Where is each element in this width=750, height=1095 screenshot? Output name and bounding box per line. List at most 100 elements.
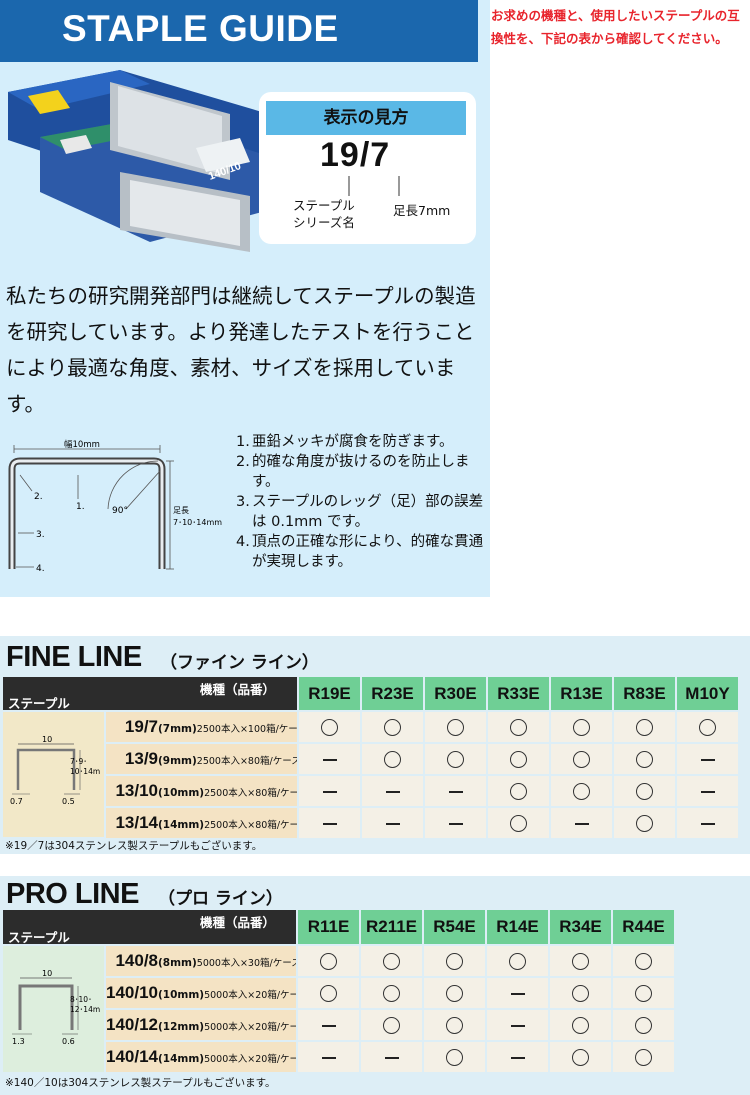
staple-code: 13/14: [115, 813, 158, 832]
compatibility-cell: [299, 712, 360, 742]
fine-diagram-right: 0.5: [62, 797, 75, 806]
compatible-circle-icon: [636, 815, 653, 832]
compatibility-cell: [298, 946, 359, 976]
compatibility-cell: [487, 1042, 548, 1072]
feature-text: 的確な角度が抜けるのを防止します。: [252, 454, 470, 490]
compatible-circle-icon: [572, 985, 589, 1002]
compatible-circle-icon: [635, 1017, 652, 1034]
compatibility-cell: [425, 744, 486, 774]
fine-staple-diagram-box: [3, 712, 104, 837]
compatible-circle-icon: [447, 751, 464, 768]
page-title: STAPLE GUIDE: [62, 8, 339, 49]
compatibility-cell: [487, 1010, 548, 1040]
compatibility-cell: [677, 744, 738, 774]
compatibility-cell: [362, 776, 423, 806]
compatible-circle-icon: [383, 1017, 400, 1034]
fine-model-r30e: R30E: [425, 677, 486, 710]
not-compatible-dash-icon: [510, 992, 525, 995]
pro-line-subtitle: （プロ ライン）: [158, 889, 283, 909]
feature-number: 3.: [236, 494, 250, 510]
feature-item: 2.的確な角度が抜けるのを防止します。: [236, 452, 486, 492]
compatible-circle-icon: [572, 953, 589, 970]
pro-model-r14e: R14E: [487, 910, 548, 944]
diagram-mark-4: 4.: [36, 564, 45, 574]
diagram-mark-3: 3.: [36, 530, 45, 540]
fine-line-footnote: ※19／7は304ステンレス製ステープルもございます。: [5, 840, 263, 852]
feature-number: 4.: [236, 534, 250, 550]
not-compatible-dash-icon: [322, 790, 337, 793]
table-row-label: 140/10(10mm)5000本入×20箱/ケース: [106, 978, 296, 1008]
fine-header-model: 機種（品番）: [200, 682, 276, 697]
diagram-leg-sizes: 7･10･14mm: [173, 518, 222, 527]
compatibility-cell: [488, 808, 549, 838]
staple-code: 140/10: [106, 983, 158, 1002]
pro-header-bar: [3, 910, 296, 944]
compatible-circle-icon: [510, 719, 527, 736]
staple-code: 140/12: [106, 1015, 158, 1034]
not-compatible-dash-icon: [321, 1056, 336, 1059]
compatibility-cell: [551, 744, 612, 774]
compatible-circle-icon: [446, 985, 463, 1002]
compatibility-cell: [677, 776, 738, 806]
compatibility-cell: [362, 808, 423, 838]
compatibility-cell: [299, 808, 360, 838]
table-row-label: 140/14(14mm)5000本入×20箱/ケース: [106, 1042, 296, 1072]
staple-length: (10mm): [158, 989, 205, 1001]
staple-packaging: 2500本入×80箱/ケース: [204, 788, 297, 799]
compatibility-cell: [614, 808, 675, 838]
compatibility-note: お求めの機種と、使用したいステープルの互換性を、下記の表から確認してください。: [491, 8, 740, 46]
compatible-circle-icon: [510, 751, 527, 768]
title-band: [0, 0, 478, 62]
staple-length: (7mm): [158, 723, 197, 735]
legend-series-line1: ステープル: [293, 198, 355, 213]
staple-code: 19/7: [124, 717, 158, 736]
not-compatible-dash-icon: [448, 822, 463, 825]
compatible-circle-icon: [321, 719, 338, 736]
compatibility-cell: [424, 978, 485, 1008]
compatible-circle-icon: [447, 719, 464, 736]
compatibility-cell: [362, 712, 423, 742]
compatibility-cell: [298, 1042, 359, 1072]
staple-packaging: 5000本入×20箱/ケース: [204, 1022, 296, 1033]
compatibility-cell: [361, 946, 422, 976]
staple-code: 140/14: [106, 1047, 158, 1066]
fine-header-staple: ステープル: [8, 696, 70, 711]
intro-paragraph: 私たちの研究開発部門は継続してステープルの製造を研究しています。より発達したテス…: [6, 284, 476, 416]
compatibility-cell: [613, 1042, 674, 1072]
diagram-leg-label: 足長: [173, 506, 189, 515]
compatibility-cell: [551, 776, 612, 806]
pro-diagram-left: 1.3: [12, 1037, 25, 1046]
compatibility-cell: [361, 1042, 422, 1072]
staple-length: (9mm): [158, 755, 197, 767]
compatible-circle-icon: [509, 953, 526, 970]
pro-staple-diagram: 10 8･10･ 12･14mm 1.3 0.6: [12, 969, 100, 1046]
compatibility-cell: [361, 978, 422, 1008]
legend-leg-length: 足長7mm: [393, 203, 451, 218]
staple-packaging: 2500本入×80箱/ケース: [196, 756, 297, 767]
pro-model-r44e: R44E: [613, 910, 674, 944]
compatibility-cell: [298, 1010, 359, 1040]
staple-anatomy-diagram: 幅10mm 90° 足長 7･10･14mm 1. 2. 3. 4.: [8, 439, 222, 574]
pro-diagram-leg-2: 12･14mm: [70, 1005, 100, 1014]
compatibility-cell: [362, 744, 423, 774]
fine-line-title: FINE LINE: [6, 641, 142, 673]
feature-number: 1.: [236, 434, 250, 450]
compatible-circle-icon: [446, 953, 463, 970]
fine-model-m10y: M10Y: [677, 677, 738, 710]
compatibility-cell: [488, 744, 549, 774]
compatible-circle-icon: [635, 985, 652, 1002]
compatibility-cell: [613, 946, 674, 976]
compatibility-cell: [298, 978, 359, 1008]
feature-text: ステープルのレッグ（足）部の誤差は 0.1mm です。: [252, 494, 484, 530]
staple-packaging: 5000本入×20箱/ケース: [204, 1054, 296, 1065]
fine-model-r83e: R83E: [614, 677, 675, 710]
feature-number: 2.: [236, 454, 250, 470]
pro-header-model: 機種（品番）: [200, 915, 276, 930]
compatibility-cell: [299, 776, 360, 806]
fine-diagram-leg-2: 10･14mm: [70, 767, 100, 776]
pro-model-r211e: R211E: [361, 910, 422, 944]
compatibility-cell: [550, 1042, 611, 1072]
compatibility-cell: [425, 712, 486, 742]
compatible-circle-icon: [636, 783, 653, 800]
legend-series-line2: シリーズ名: [293, 215, 355, 230]
